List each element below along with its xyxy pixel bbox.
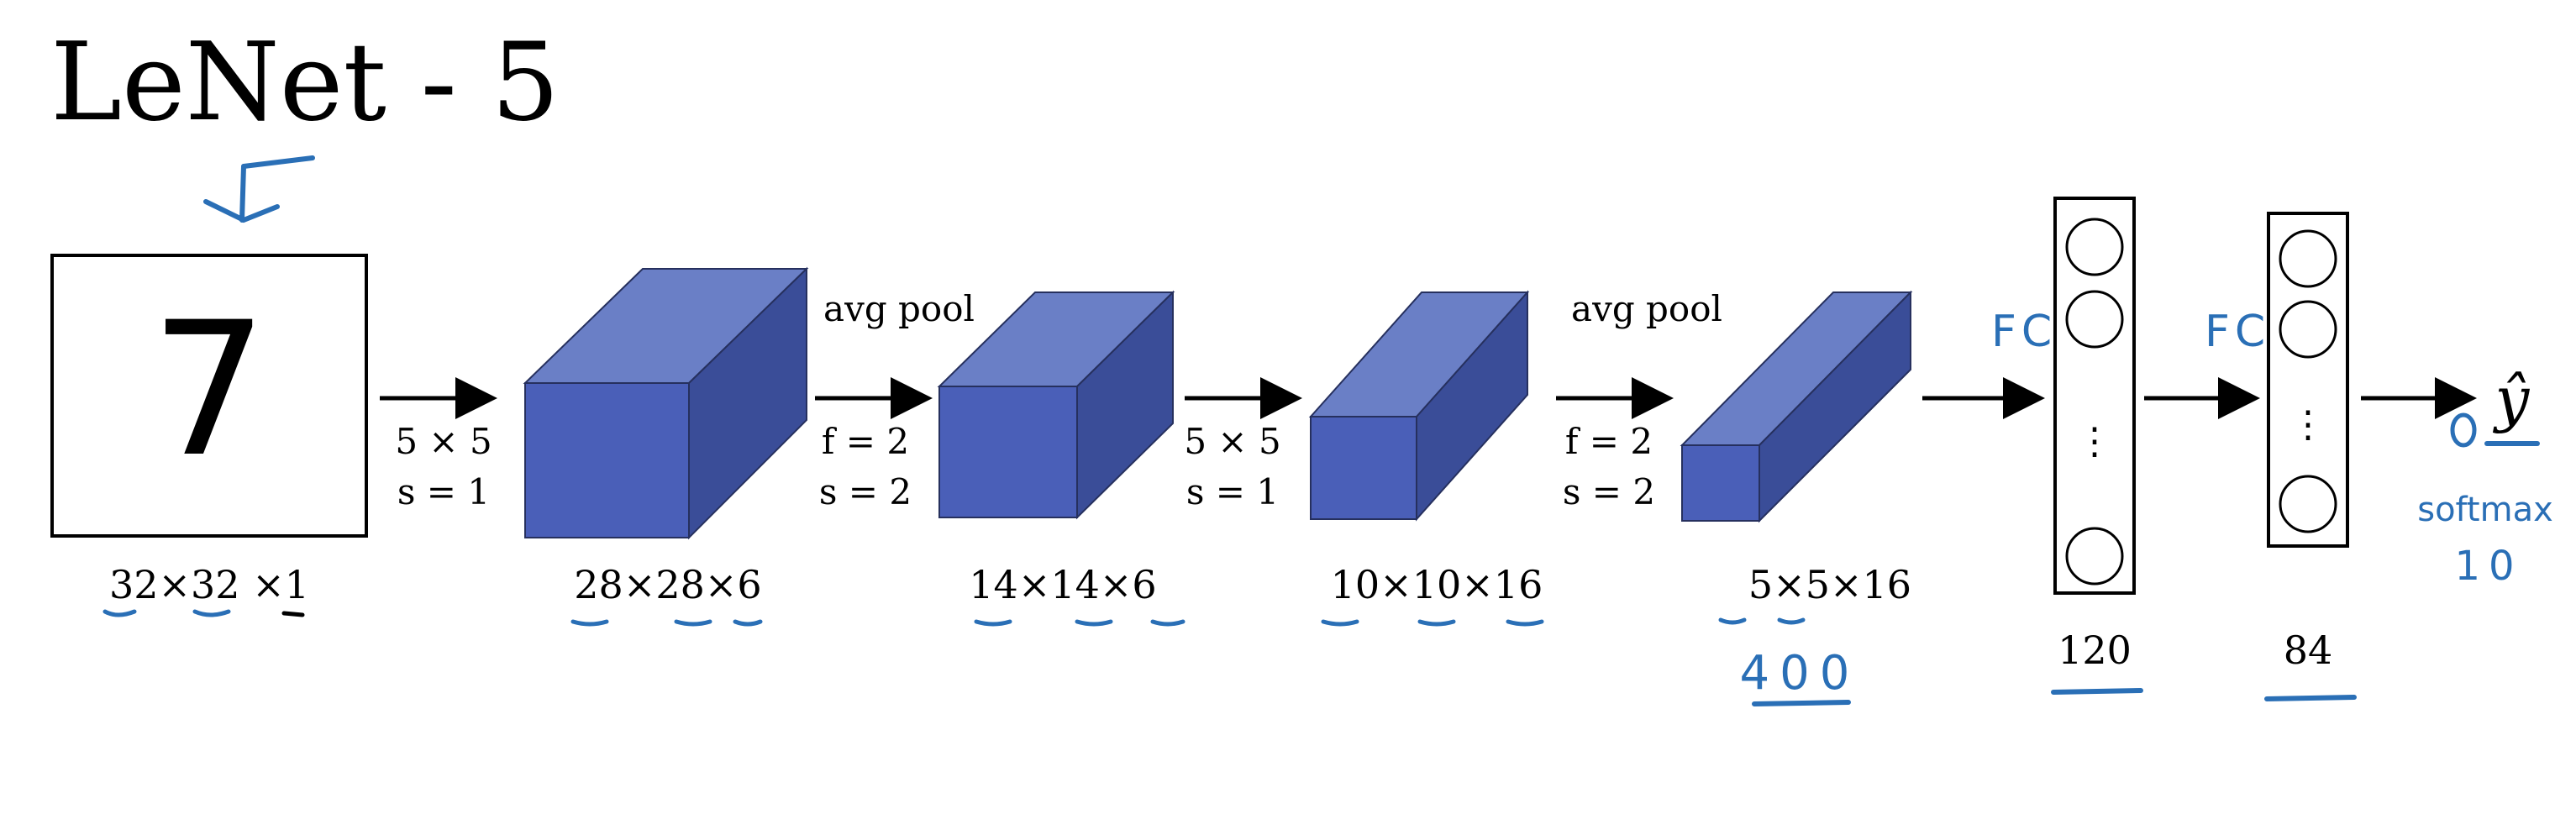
output-circle-annotation [2450,412,2477,448]
input-dims: 32×32 ×1 [109,562,309,607]
conv1-dims-underlines [570,619,763,627]
output-label: ŷ [2493,364,2531,434]
pool2-dims-underlines [1718,617,1806,625]
fc1-neuron [2065,527,2124,586]
fc2-neuron [2279,475,2337,533]
fc2-annotation: FC [2205,307,2270,357]
flatten-count-underline [1752,700,1851,706]
fc1-size-underline [2051,688,2143,695]
pool1-dims: 14×14×6 [969,562,1156,607]
output-classes-annotation: 10 [2454,543,2522,590]
pool2-volume [1680,290,1913,523]
fc2-size-underline [2264,695,2357,701]
pool1-filter-label: f = 2 [822,421,909,462]
pool2-filter-label: f = 2 [1565,421,1653,462]
input-digit: 7 [150,282,268,497]
fc2-layer: ⋮ [2267,212,2349,548]
conv1-volume [523,266,809,540]
pool1-name: avg pool [823,288,975,329]
pool2-stride-label: s = 2 [1563,471,1655,512]
fc1-ellipsis: ⋮ [2076,420,2113,463]
conv2-dims: 10×10×16 [1331,562,1543,607]
pool1-dims-underlines [974,619,1185,627]
fc1-annotation: FC [1991,307,2057,357]
fc2-neuron [2279,300,2337,359]
pool2-name: avg pool [1571,288,1722,329]
fc2-ellipsis: ⋮ [2289,403,2326,446]
input-pointer-annotation [203,155,315,223]
fc1-neuron [2065,218,2124,276]
output-activation-annotation: softmax [2417,491,2553,529]
fc1-neuron [2065,290,2124,349]
conv2-stride-label: s = 1 [1186,471,1279,512]
pool1-stride-label: s = 2 [819,471,912,512]
conv1-dims: 28×28×6 [574,562,761,607]
pool2-dims: 5×5×16 [1748,562,1911,607]
fc2-size: 84 [2284,628,2333,673]
conv2-filter-label: 5 × 5 [1184,421,1280,462]
fc1-size: 120 [2058,628,2132,673]
conv1-filter-label: 5 × 5 [395,421,492,462]
conv1-stride-label: s = 1 [397,471,490,512]
input-dims-underlines [103,609,305,617]
input-image: 7 [50,254,368,538]
conv2-dims-underlines [1321,619,1544,627]
conv2-volume [1308,290,1530,522]
pool1-volume [937,290,1175,520]
page-title: LeNet - 5 [50,20,560,145]
flatten-count-annotation: 400 [1740,646,1860,701]
fc2-neuron [2279,229,2337,288]
fc1-layer: ⋮ [2053,197,2136,595]
